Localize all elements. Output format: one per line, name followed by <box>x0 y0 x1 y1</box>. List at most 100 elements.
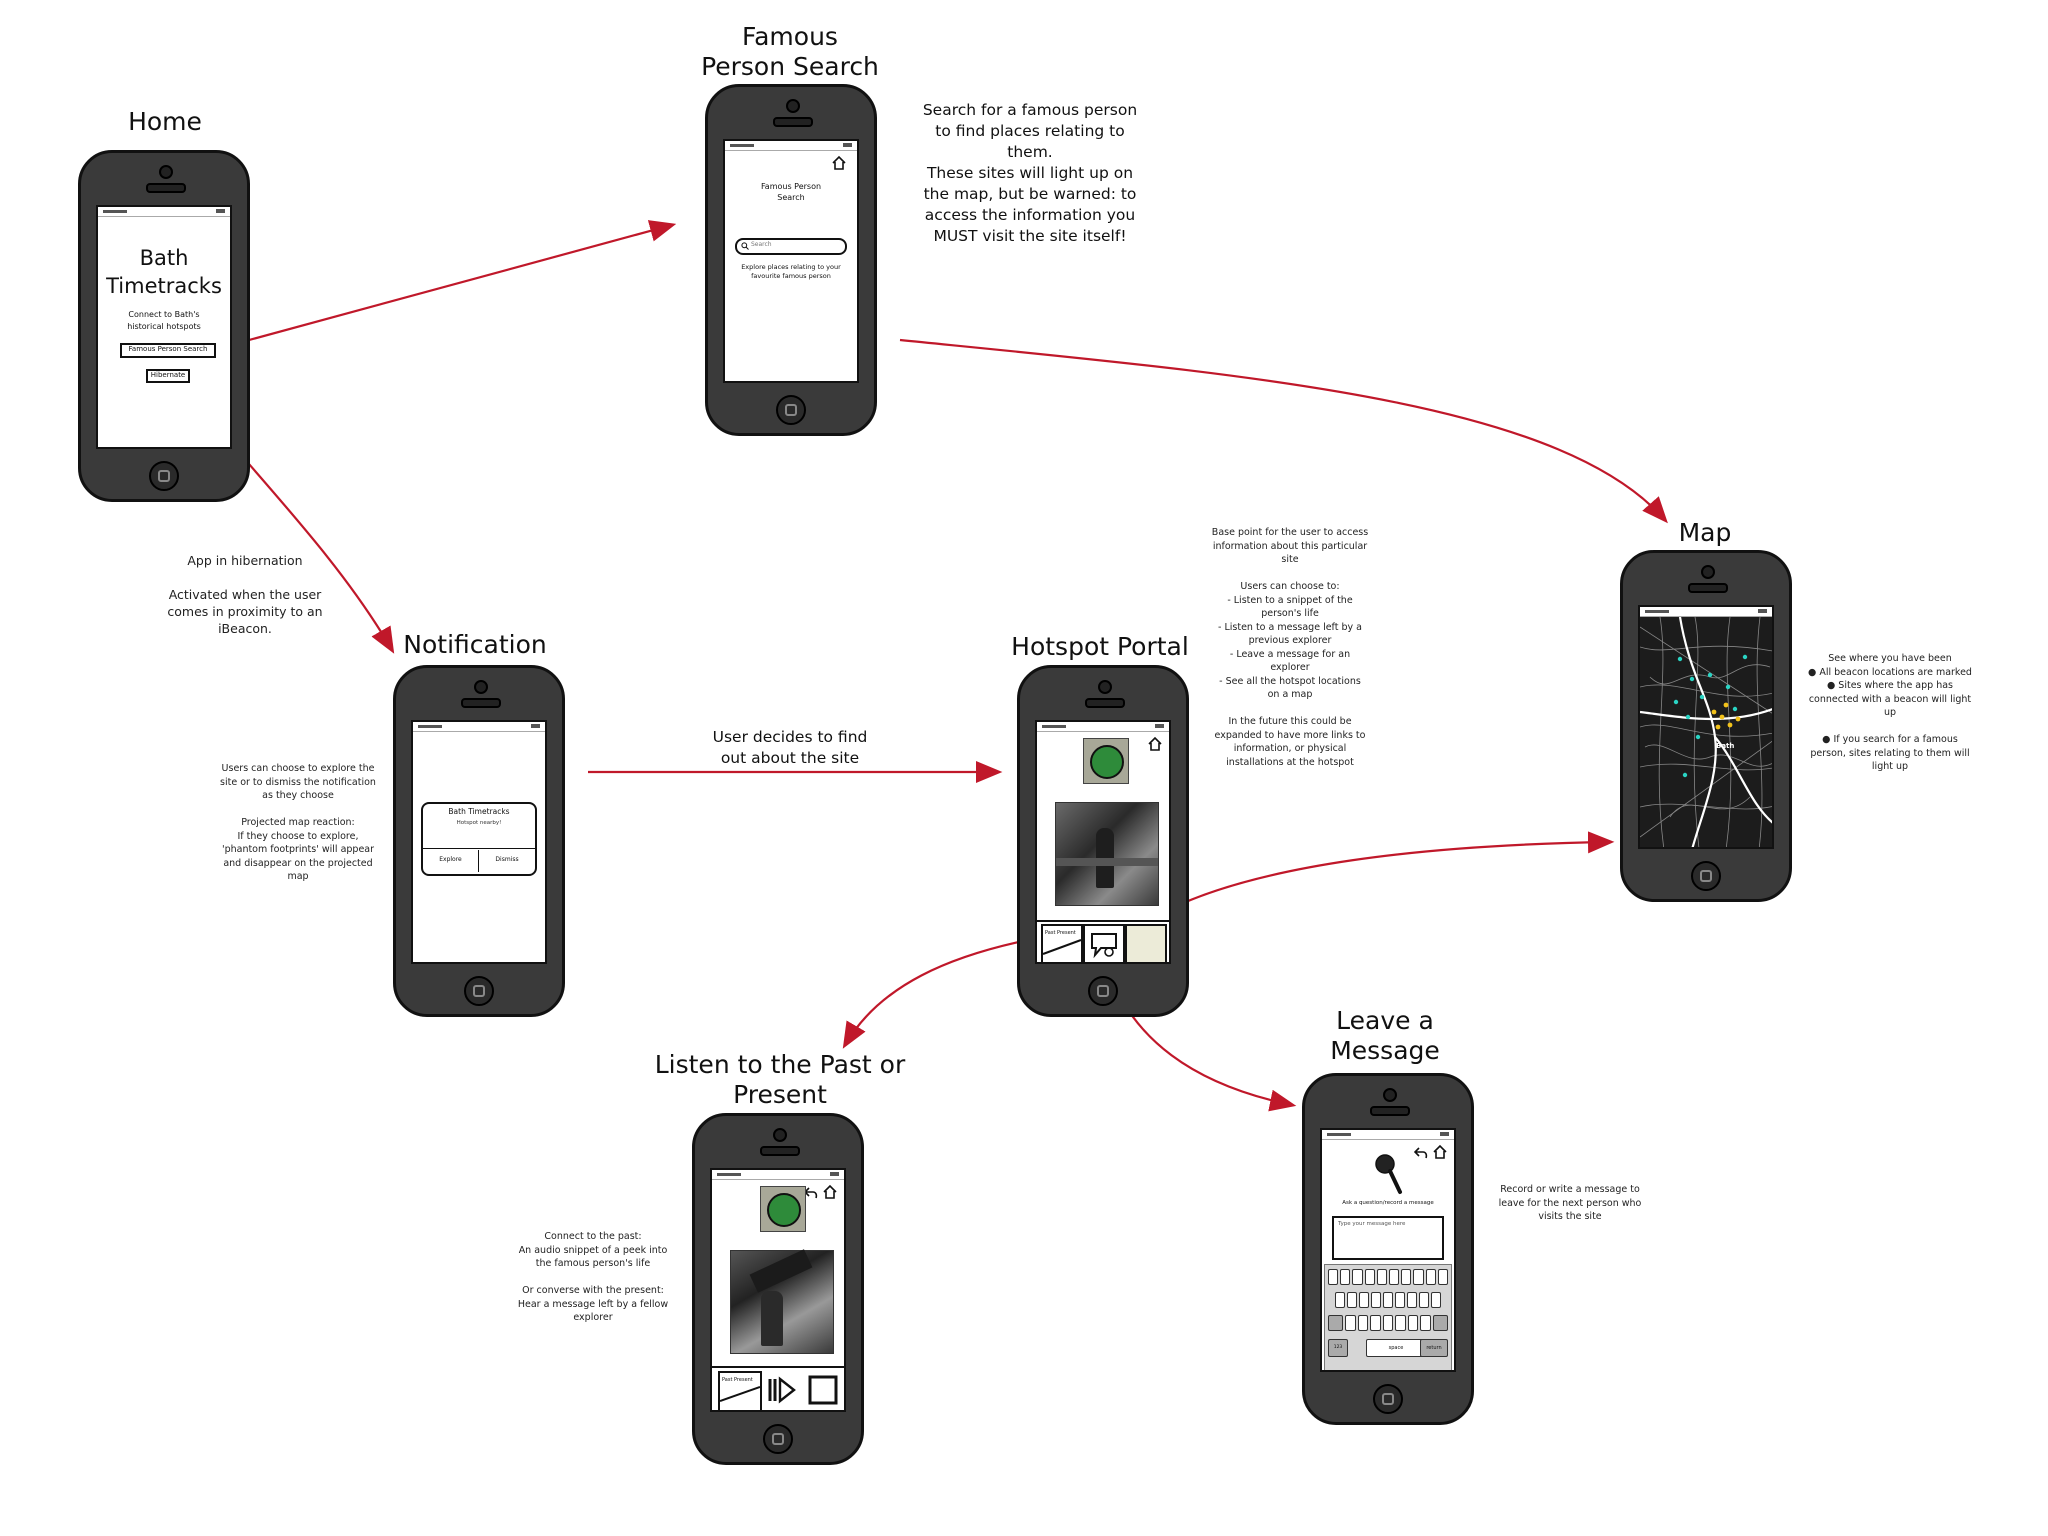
dialog-divider <box>423 848 535 849</box>
earpiece <box>1688 583 1728 593</box>
stop-button[interactable] <box>804 1371 842 1409</box>
diagonal-split-icon <box>1043 939 1081 955</box>
home-screen: Bath Timetracks Connect to Bath's histor… <box>96 205 232 449</box>
play-pause-button[interactable] <box>762 1371 800 1409</box>
listen-phone: Past Present <box>692 1113 864 1465</box>
hardware-home-button[interactable] <box>464 976 494 1006</box>
hardware-home-button[interactable] <box>149 461 179 491</box>
visited-markers <box>1711 702 1741 730</box>
map-place-label: Bath <box>1716 742 1735 750</box>
beacon-markers <box>1673 654 1748 778</box>
leave-message-tile[interactable] <box>1083 924 1125 962</box>
space-key[interactable]: space <box>1366 1339 1426 1357</box>
home-title: Home <box>128 107 202 136</box>
dismiss-button[interactable]: Dismiss <box>495 856 519 863</box>
home-icon[interactable] <box>831 155 847 171</box>
photo-telescope <box>749 1249 813 1293</box>
on-screen-keyboard[interactable]: 123 space return <box>1324 1264 1452 1370</box>
arrow-hotspot-to-map <box>1167 831 1615 911</box>
map-tile[interactable] <box>1125 924 1167 962</box>
home-icon[interactable] <box>1432 1144 1448 1160</box>
keyboard-row-3 <box>1328 1315 1448 1331</box>
message-title-line1: Leave a <box>1336 1006 1434 1035</box>
notification-title: Notification <box>403 630 547 659</box>
keyboard-row-1 <box>1328 1269 1449 1285</box>
search-placeholder: Search <box>751 241 772 248</box>
notification-description: Users can choose to explore the site or … <box>220 763 376 882</box>
famous-search-screen: Famous Person Search Search Explore plac… <box>723 139 859 383</box>
hotspot-description: Base point for the user to access inform… <box>1211 527 1369 768</box>
diagonal-split-icon <box>720 1386 760 1402</box>
dialog-title: Bath Timetracks <box>448 807 510 816</box>
arrow-hotspot-to-listen <box>842 936 1039 1049</box>
message-prompt: Ask a question/record a message <box>1342 1200 1434 1206</box>
hotspot-badge <box>1083 738 1129 784</box>
hardware-home-button[interactable] <box>1373 1384 1403 1414</box>
past-present-tile[interactable]: Past Present <box>718 1371 762 1410</box>
status-bar <box>413 722 545 732</box>
historic-photo <box>730 1249 834 1354</box>
home-phone: Bath Timetracks Connect to Bath's histor… <box>78 150 250 502</box>
photo-figure <box>761 1291 783 1346</box>
earpiece <box>1085 698 1125 708</box>
status-bar <box>1640 607 1772 617</box>
play-pause-icon <box>768 1376 796 1404</box>
hardware-home-button[interactable] <box>1088 976 1118 1006</box>
camera <box>159 165 173 179</box>
past-present-label: Past Present <box>1045 930 1076 936</box>
back-arrow-icon[interactable] <box>804 1187 818 1199</box>
famous-title-line1: Famous <box>742 22 838 51</box>
hibernation-note: App in hibernation Activated when the us… <box>167 553 323 636</box>
listen-title-line1: Listen to the Past or <box>654 1050 906 1079</box>
status-bar <box>1322 1130 1454 1140</box>
home-icon[interactable] <box>822 1184 838 1200</box>
explore-button[interactable]: Explore <box>423 850 479 872</box>
return-key[interactable]: return <box>1420 1339 1448 1357</box>
famous-person-search-button[interactable]: Famous Person Search <box>120 343 216 358</box>
hardware-home-button[interactable] <box>776 395 806 425</box>
past-present-label: Past Present <box>722 1377 753 1383</box>
city-map[interactable] <box>1640 617 1774 849</box>
map-screen[interactable]: Bath <box>1638 605 1774 849</box>
notification-dialog: Bath Timetracks Hotspot nearby! Explore … <box>421 802 537 876</box>
green-plaque-icon <box>1090 745 1124 779</box>
microphone-icon[interactable] <box>1372 1152 1406 1196</box>
camera <box>474 680 488 694</box>
famous-description: Search for a famous person to find place… <box>922 101 1138 245</box>
hardware-home-button[interactable] <box>763 1424 793 1454</box>
map-description: See where you have been ● All beacon loc… <box>1808 653 1972 772</box>
speech-bubble-icon <box>1091 933 1117 959</box>
famous-screen-heading: Famous Person Search <box>760 182 822 202</box>
arrow-home-to-famous <box>204 220 677 354</box>
camera <box>1383 1088 1397 1102</box>
status-bar <box>98 207 230 217</box>
hardware-home-button[interactable] <box>1691 861 1721 891</box>
camera <box>1098 680 1112 694</box>
past-present-tile[interactable]: Past Present <box>1041 924 1083 962</box>
earpiece <box>146 183 186 193</box>
camera <box>773 1128 787 1142</box>
listen-action-bar: Past Present <box>712 1366 844 1410</box>
search-field[interactable]: Search <box>735 238 847 255</box>
arrow-famous-to-map <box>899 338 1668 524</box>
historic-photo <box>1055 802 1159 906</box>
home-icon[interactable] <box>1147 736 1163 752</box>
app-name-line1: Bath <box>139 246 189 270</box>
map-title: Map <box>1678 518 1732 547</box>
numbers-key[interactable]: 123 <box>1328 1339 1348 1357</box>
earpiece <box>461 698 501 708</box>
message-input[interactable]: Type your message here <box>1332 1216 1444 1260</box>
hibernate-button[interactable]: Hibernate <box>146 369 190 383</box>
back-arrow-icon[interactable] <box>1414 1147 1428 1159</box>
listen-title-line2: Present <box>733 1080 827 1109</box>
listen-description: Connect to the past: An audio snippet of… <box>517 1231 669 1323</box>
photo-table <box>1056 858 1158 866</box>
keyboard-row-2 <box>1335 1292 1441 1308</box>
user-decides-note: User decides to find out about the site <box>712 728 868 767</box>
notification-screen: Bath Timetracks Hotspot nearby! Explore … <box>411 720 547 964</box>
home-tagline: Connect to Bath's historical hotspots <box>127 310 201 331</box>
hotspot-title: Hotspot Portal <box>1011 632 1189 661</box>
listen-screen: Past Present <box>710 1168 846 1412</box>
camera <box>786 99 800 113</box>
earpiece <box>773 117 813 127</box>
